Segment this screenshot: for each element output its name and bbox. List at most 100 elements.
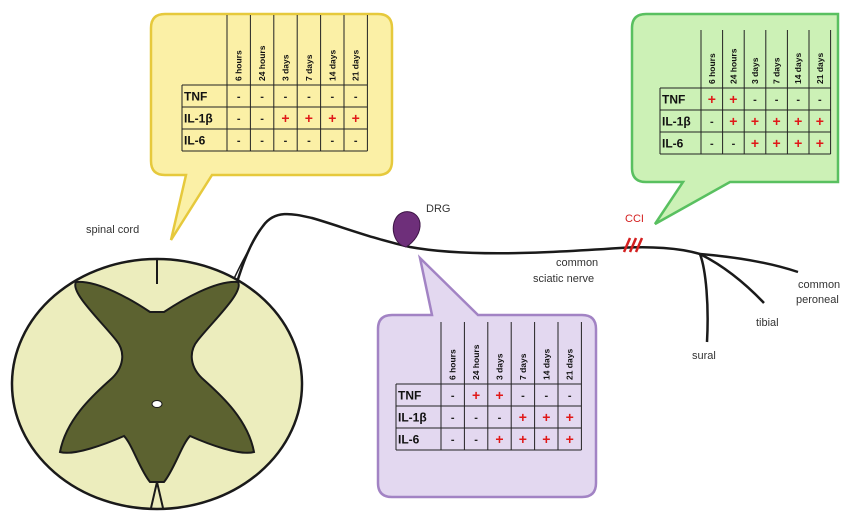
table-row-header: TNF [662,93,685,107]
spinal-cord-callout [149,12,394,241]
common-sciatic-label-line2: sciatic nerve [533,273,594,285]
table-cell-negative: - [474,434,478,446]
table-row-header: IL-1β [662,115,691,129]
drg-callout [376,254,598,499]
tibial-nerve [699,252,765,304]
table-column-header: 14 days [793,53,803,84]
table-row-header: IL-6 [662,137,684,151]
central-canal [151,400,163,408]
cci-label: CCI [625,213,644,225]
table-column-header: 21 days [351,50,361,81]
table-column-header: 21 days [565,349,575,380]
sciatic-callout [630,12,840,226]
drg-ganglion-icon [392,211,421,248]
table-cell-negative: - [451,434,455,446]
table-cell-positive: + [519,431,527,447]
table-cell-positive: + [773,113,781,129]
table-cell-negative: - [237,91,241,103]
table-cell-negative: - [796,94,800,106]
table-cell-positive: + [794,113,802,129]
table-row-header: IL-6 [398,433,420,447]
table-row-header: IL-1β [184,112,213,126]
table-column-header: 6 hours [448,349,458,380]
common-sciatic-label-line1: common [556,257,598,269]
nerve-fiber [226,212,701,313]
table-column-header: 14 days [541,349,551,380]
table-cell-negative: - [307,135,311,147]
table-cell-negative: - [260,135,264,147]
table-cell-positive: + [352,110,360,126]
cci-ligature-icon [622,237,644,253]
table-cell-positive: + [816,135,824,151]
table-cell-negative: - [818,94,822,106]
table-row-header: IL-6 [184,134,206,148]
table-column-header: 3 days [750,57,760,84]
table-cell-negative: - [710,138,714,150]
table-cell-negative: - [521,390,525,402]
table-cell-positive: + [472,387,480,403]
sciatic-nerve-cytokine-table: 6 hours 24 hours 3 days 7 days 14 days 21 day… [659,30,832,155]
table-column-header: 24 hours [471,344,481,380]
spinal-cord-label: spinal cord [86,224,139,236]
table-cell-positive: + [751,113,759,129]
table-cell-negative: - [451,412,455,424]
table-cell-positive: + [708,91,716,107]
table-cell-negative: - [284,135,288,147]
sural-nerve [698,253,709,343]
table-cell-positive: + [816,113,824,129]
table-cell-negative: - [753,94,757,106]
table-column-header: 7 days [772,57,782,84]
table-cell-positive: + [542,409,550,425]
table-cell-positive: + [566,409,574,425]
table-cell-negative: - [260,113,264,125]
table-cell-positive: + [773,135,781,151]
table-cell-negative: - [710,116,714,128]
table-cell-negative: - [544,390,548,402]
table-cell-positive: + [281,110,289,126]
table-cell-positive: + [751,135,759,151]
table-cell-negative: - [307,91,311,103]
table-cell-positive: + [495,387,503,403]
table-cell-negative: - [354,135,358,147]
table-cell-negative: - [237,135,241,147]
table-row-header: IL-1β [398,411,427,425]
table-cell-negative: - [498,412,502,424]
table-cell-positive: + [729,113,737,129]
sural-label: sural [692,350,716,362]
table-cell-negative: - [775,94,779,106]
table-column-header: 6 hours [707,53,717,84]
table-column-header: 24 hours [728,48,738,84]
common-peroneal-nerve [699,252,799,274]
drg-label: DRG [426,203,450,215]
table-cell-negative: - [474,412,478,424]
table-cell-positive: + [542,431,550,447]
table-cell-negative: - [330,135,334,147]
table-cell-positive: + [495,431,503,447]
table-column-header: 3 days [495,353,505,380]
spinal-cord-grey-matter [58,280,256,483]
table-cell-positive: + [305,110,313,126]
table-cell-positive: + [794,135,802,151]
table-cell-negative: - [284,91,288,103]
tibial-label: tibial [756,317,779,329]
ventral-median-fissure [150,481,164,509]
table-cell-negative: - [330,91,334,103]
table-column-header: 14 days [327,50,337,81]
drg-cytokine-table: 6 hours 24 hours 3 days 7 days 14 days 21 day… [395,322,582,451]
table-column-header: 3 days [281,54,291,81]
table-cell-negative: - [732,138,736,150]
table-column-header: 24 hours [257,45,267,81]
table-cell-negative: - [354,91,358,103]
table-column-header: 21 days [815,53,825,84]
table-column-header: 7 days [304,54,314,81]
table-row-header: TNF [184,90,207,104]
common-peroneal-label-line2: peroneal [796,294,839,306]
table-cell-positive: + [328,110,336,126]
table-cell-negative: - [237,113,241,125]
table-cell-negative: - [451,390,455,402]
table-cell-negative: - [568,390,572,402]
table-column-header: 7 days [518,353,528,380]
